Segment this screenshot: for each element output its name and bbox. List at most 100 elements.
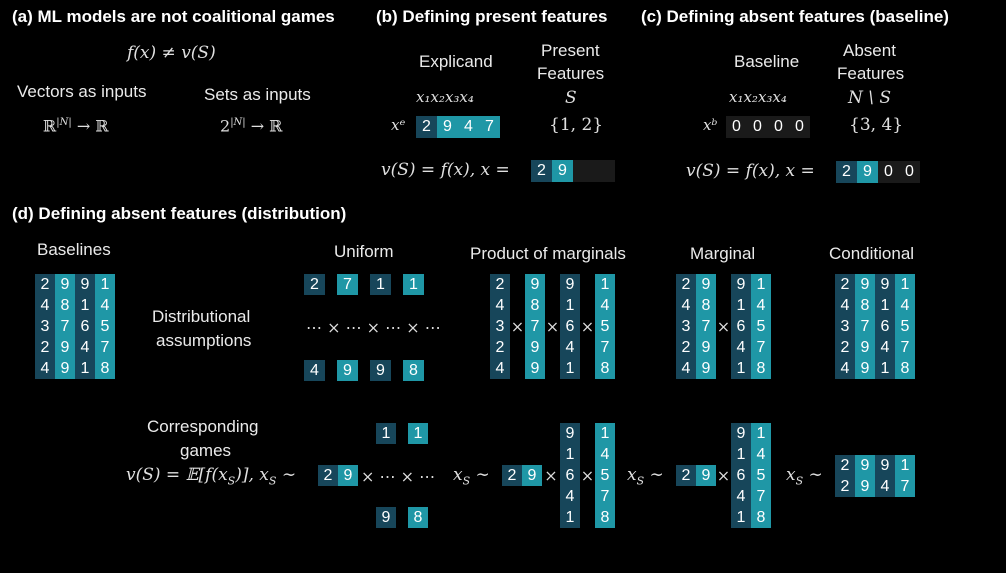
marginal-cell: 9 — [696, 274, 716, 295]
sets-label: Sets as inputs — [204, 85, 311, 104]
conditional-cell: 9 — [855, 337, 875, 358]
conditional-cell: 4 — [835, 358, 855, 379]
product-times: × — [580, 317, 595, 336]
marginal-cell: 8 — [696, 295, 716, 316]
product-cell: 7 — [525, 316, 545, 337]
panel-a-title: (a) ML models are not coalitional games — [12, 7, 335, 26]
baselines-label: Baselines — [37, 240, 111, 259]
marginal-game-cell: 4 — [751, 444, 771, 465]
marginal-cell: 2 — [676, 274, 696, 295]
absent-set: {3, 4} — [849, 115, 904, 135]
product-cell: 1 — [560, 358, 580, 379]
uniform-game-cell — [408, 465, 428, 486]
marginal-game-times — [716, 507, 731, 528]
marginal-cell: 8 — [751, 358, 771, 379]
uniform-game-cell — [376, 465, 396, 486]
product-cell: 6 — [560, 316, 580, 337]
baseline-cell: 0 — [789, 116, 810, 138]
spacer — [396, 486, 408, 507]
conditional-game-cell: 7 — [895, 476, 915, 497]
product-times — [580, 337, 595, 358]
uniform-cell: 8 — [403, 360, 424, 381]
conditional-cell: 8 — [895, 358, 915, 379]
explicand-cell: 9 — [437, 116, 458, 138]
baseline-matrix-cell: 4 — [75, 337, 95, 358]
spacer — [396, 465, 408, 486]
explicand-vars: x₁x₂x₃x₄ — [416, 88, 474, 106]
product-times — [545, 274, 560, 295]
marginal-game-times — [716, 444, 731, 465]
conditional-cell: 1 — [875, 358, 895, 379]
product-game-cell — [502, 444, 522, 465]
present-result-cell — [594, 160, 615, 182]
baseline-matrix-cell: 9 — [55, 337, 75, 358]
uniform-cell: 9 — [370, 360, 391, 381]
product-times — [580, 295, 595, 316]
marginal-cell: 7 — [696, 316, 716, 337]
uniform-game-cell: 1 — [408, 423, 428, 444]
uniform-dots: ⋯ × ⋯ × ⋯ × ⋯ — [306, 318, 441, 337]
product-game-cell — [502, 423, 522, 444]
baseline-cell: 0 — [747, 116, 768, 138]
explicand-cell: 7 — [479, 116, 500, 138]
product-times — [545, 295, 560, 316]
baseline-matrix-cell: 1 — [95, 274, 115, 295]
xb-label: xᵇ — [703, 116, 718, 134]
panel-b-equation: v(S) = f(x), x = — [381, 160, 510, 180]
baseline-matrix-cell: 9 — [55, 358, 75, 379]
marginal-game-cell — [696, 423, 716, 444]
product-game-cell — [522, 423, 542, 444]
conditional-cell: 2 — [835, 274, 855, 295]
conditional-game-cell: 9 — [855, 476, 875, 497]
product-cell: 1 — [595, 274, 615, 295]
product-cell: 8 — [525, 295, 545, 316]
product-cell: 9 — [525, 274, 545, 295]
product-cell: 4 — [595, 295, 615, 316]
product-game-cell — [502, 507, 522, 528]
baseline-matrix-cell: 3 — [35, 316, 55, 337]
product-cell: 4 — [490, 295, 510, 316]
distributional-label-2: assumptions — [156, 331, 252, 350]
baseline-matrix-cell: 2 — [35, 274, 55, 295]
baseline-matrix-cell: 4 — [35, 295, 55, 316]
marginal-game-cell — [676, 444, 696, 465]
conditional-game-xs: xS ∼ — [786, 465, 823, 488]
panel-d-title: (d) Defining absent features (distributi… — [12, 204, 347, 223]
present-set: {1, 2} — [549, 115, 604, 135]
baseline-result-cell: 9 — [857, 161, 878, 183]
conditional-cell: 4 — [895, 295, 915, 316]
marginal-game-cell: 7 — [751, 486, 771, 507]
product-game-times — [542, 444, 560, 465]
marginal-game-xs: xS ∼ — [627, 465, 664, 488]
product-game-cell: 9 — [522, 465, 542, 486]
baseline-result-cell: 0 — [878, 161, 899, 183]
spacer — [396, 444, 408, 465]
uniform-game-cell: 2 — [318, 465, 338, 486]
marginal-cell: 4 — [731, 337, 751, 358]
baseline-vars: x₁x₂x₃x₄ — [729, 88, 787, 106]
conditional-cell: 9 — [855, 358, 875, 379]
marginal-times: × — [716, 317, 731, 336]
panel-b-title: (b) Defining present features — [376, 7, 608, 26]
uniform-game-cell — [408, 444, 428, 465]
product-cell: 9 — [525, 358, 545, 379]
uniform-cell: 1 — [370, 274, 391, 295]
vectors-label: Vectors as inputs — [17, 82, 147, 101]
marginal-game-cell: 8 — [751, 507, 771, 528]
product-game-times — [542, 486, 560, 507]
product-times — [545, 358, 560, 379]
product-game-cell — [522, 486, 542, 507]
marginal-cell: 1 — [751, 274, 771, 295]
marginal-cell: 7 — [751, 337, 771, 358]
product-cell: 7 — [595, 337, 615, 358]
present-result-cell: 9 — [552, 160, 573, 182]
baseline-matrix-cell: 6 — [75, 316, 95, 337]
games-equation: v(S) = 𝔼[f(xS)], xS ∼ — [126, 465, 297, 488]
conditional-cell: 6 — [875, 316, 895, 337]
